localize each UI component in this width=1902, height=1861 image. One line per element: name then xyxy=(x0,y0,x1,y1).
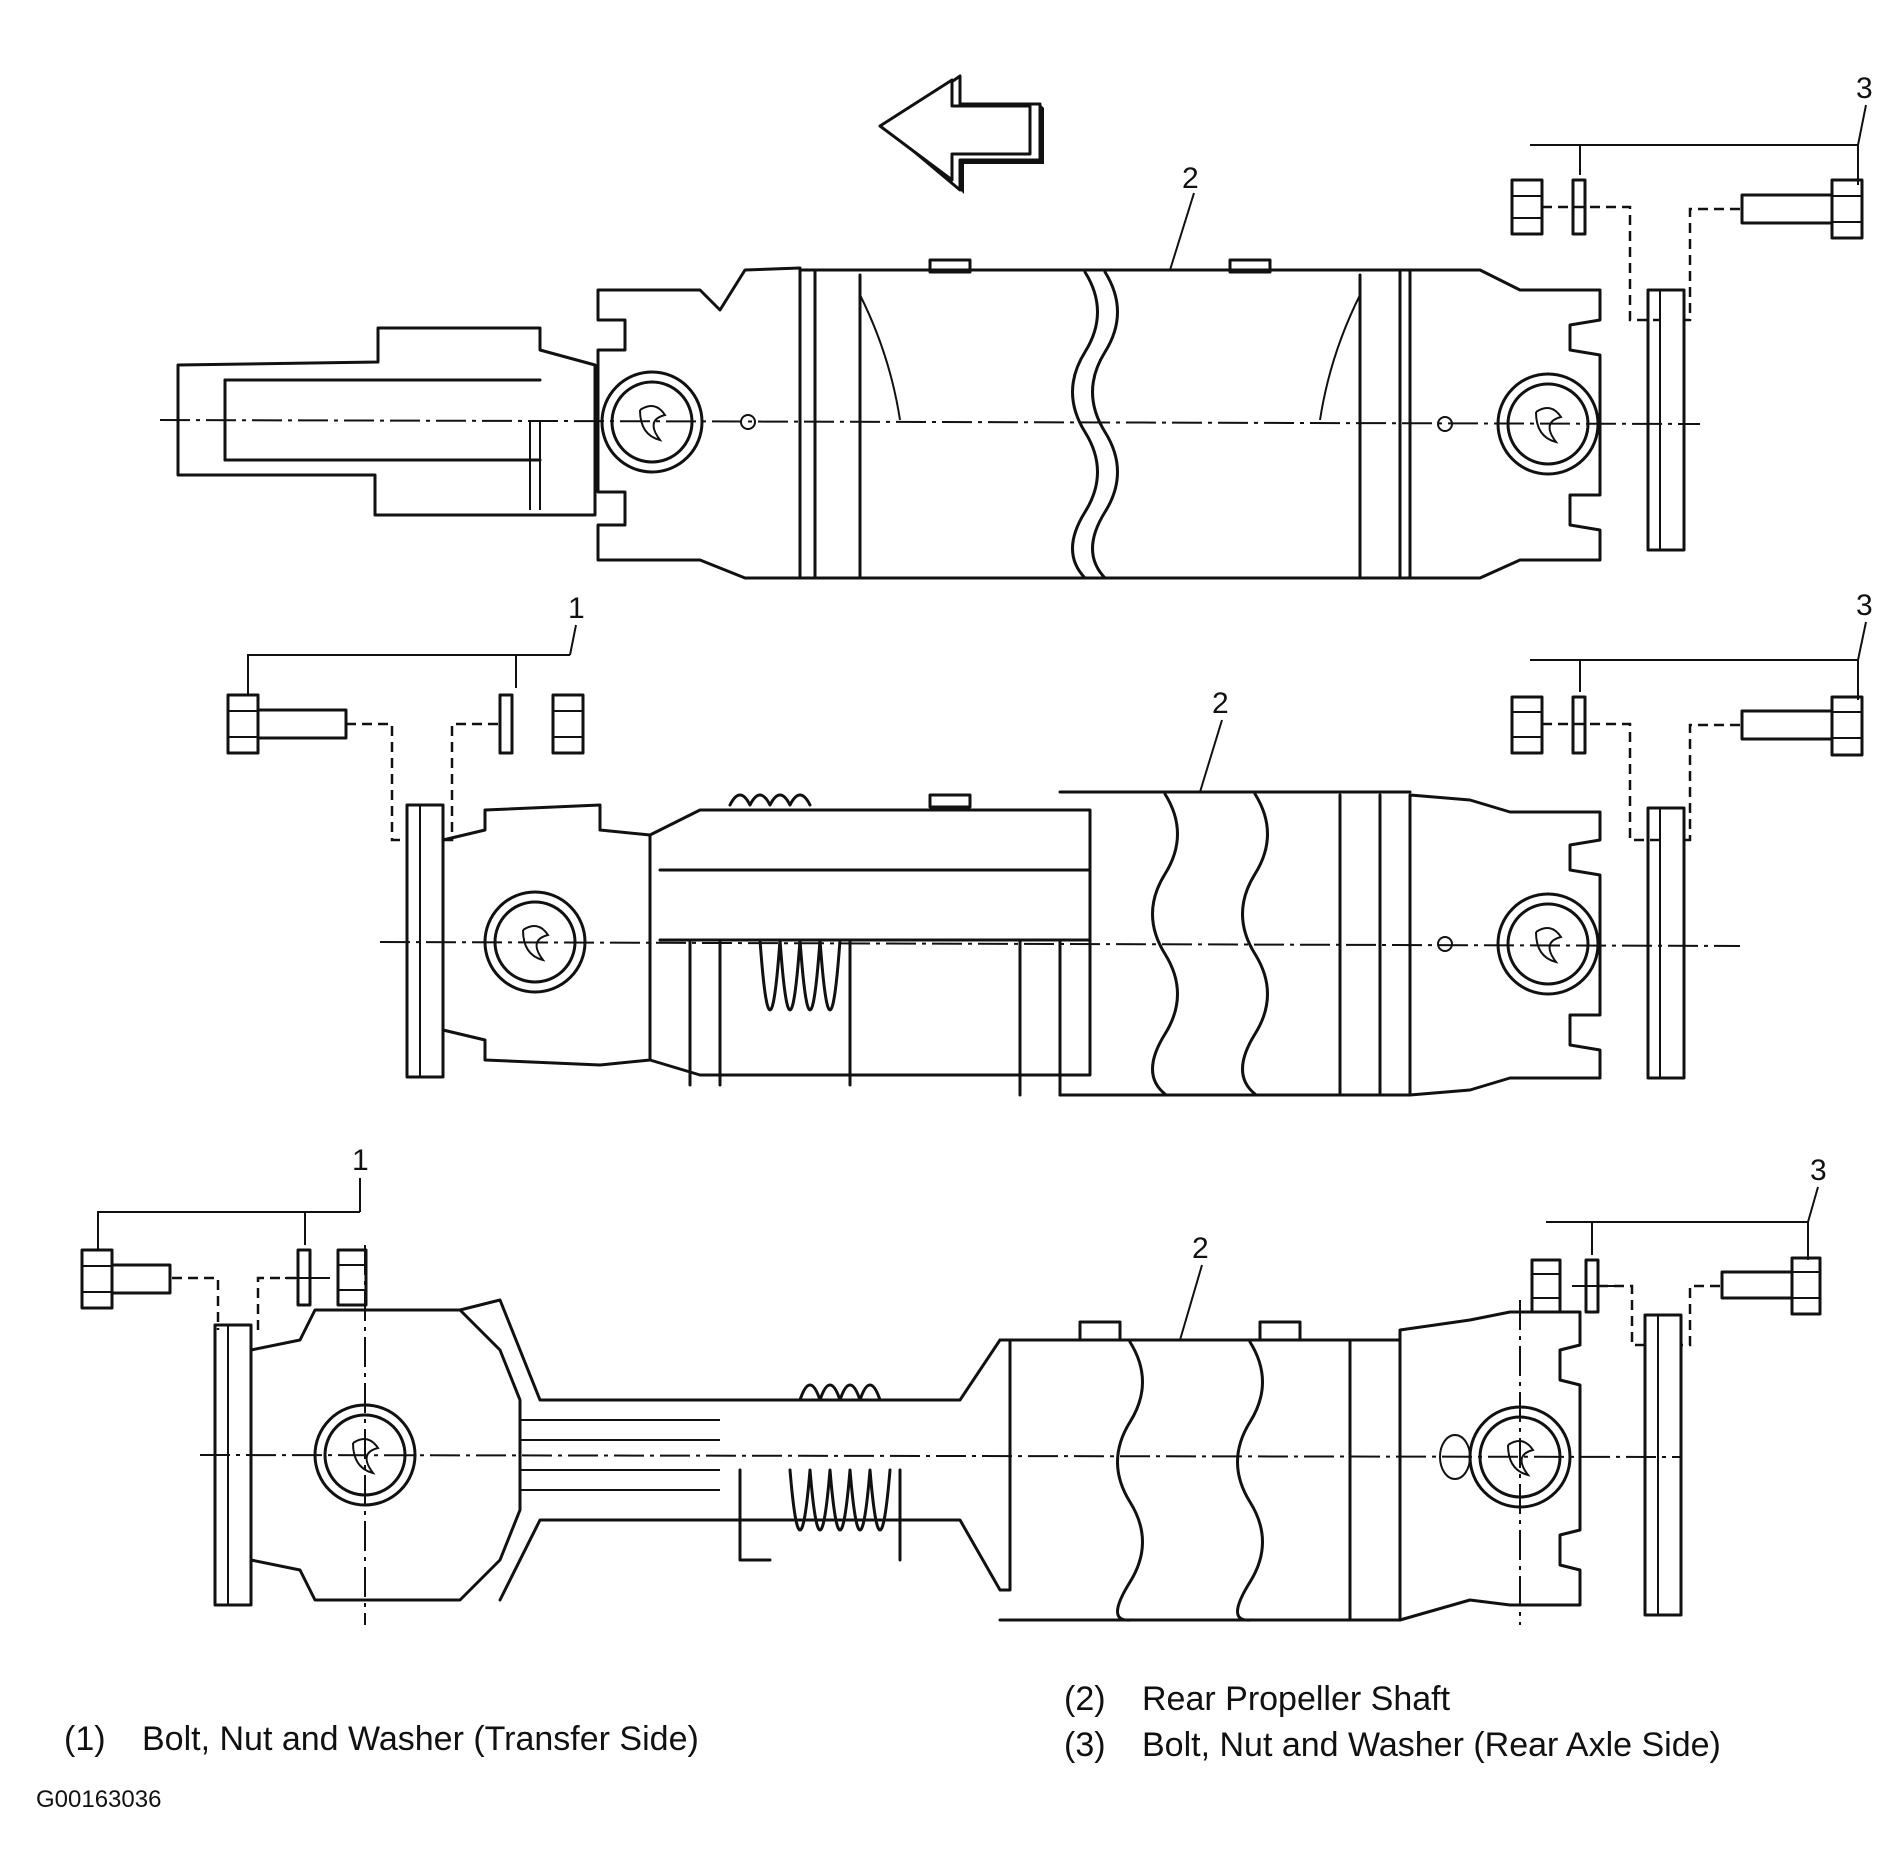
top-rear-nut-icon xyxy=(1510,178,1544,236)
top-rear-washer-icon xyxy=(1571,178,1587,236)
legend-item-1: (1) Bolt, Nut and Washer (Transfer Side) xyxy=(64,1720,699,1759)
mid-front-washer-icon xyxy=(498,693,514,755)
bot-front-bolt-icon xyxy=(80,1248,172,1310)
callout-top-right-bolts: 3 xyxy=(1856,72,1873,105)
middle-propeller-shaft: 1 2 3 xyxy=(226,589,1873,1097)
callout-mid-right-bolts: 3 xyxy=(1856,589,1873,622)
bottom-propeller-shaft: 1 2 3 xyxy=(80,1144,1827,1625)
callout-bot-right-bolts: 3 xyxy=(1810,1154,1827,1187)
callout-mid-shaft: 2 xyxy=(1212,687,1229,720)
mid-rear-bolt-icon xyxy=(1740,695,1864,757)
mid-rear-washer-icon xyxy=(1571,695,1587,755)
legend-item-3: (3) Bolt, Nut and Washer (Rear Axle Side) xyxy=(1064,1726,1721,1765)
callout-top-shaft: 2 xyxy=(1182,162,1199,195)
bot-front-nut-icon xyxy=(336,1248,368,1307)
bot-rear-bolt-icon xyxy=(1720,1256,1822,1316)
direction-arrow-icon xyxy=(878,74,1044,194)
legend-num-1: (1) xyxy=(64,1720,106,1758)
mid-front-bolt-icon xyxy=(226,693,348,755)
legend-num-2: (2) xyxy=(1064,1680,1106,1718)
legend-item-2: (2) Rear Propeller Shaft xyxy=(1064,1680,1450,1719)
bot-rear-nut-icon xyxy=(1530,1258,1562,1314)
callout-mid-left-bolts: 1 xyxy=(568,592,585,625)
legend-text-2: Rear Propeller Shaft xyxy=(1142,1680,1451,1718)
callout-bot-shaft: 2 xyxy=(1192,1232,1209,1265)
legend-text-1: Bolt, Nut and Washer (Transfer Side) xyxy=(142,1720,699,1758)
mid-rear-nut-icon xyxy=(1510,695,1544,755)
legend-num-3: (3) xyxy=(1064,1726,1106,1764)
legend-text-3: Bolt, Nut and Washer (Rear Axle Side) xyxy=(1142,1726,1721,1764)
callout-bot-left-bolts: 1 xyxy=(352,1144,369,1177)
top-rear-bolt-icon xyxy=(1740,178,1864,240)
mid-front-nut-icon xyxy=(551,693,585,755)
top-propeller-shaft: 2 3 xyxy=(159,72,1873,580)
figure-id: G00163036 xyxy=(36,1786,162,1813)
